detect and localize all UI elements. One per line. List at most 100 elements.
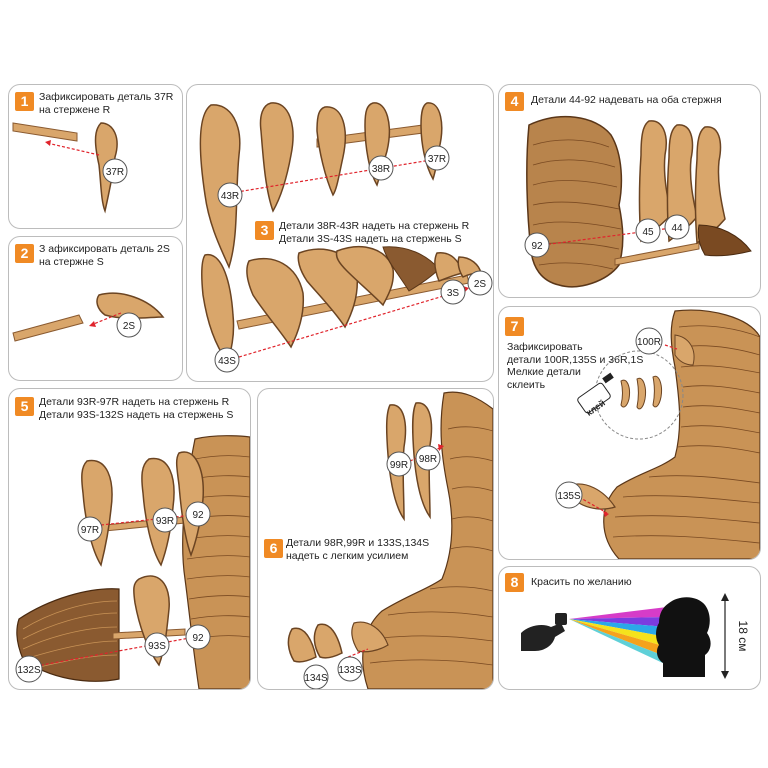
step-4-panel: 4 Детали 44-92 надевать на оба стержня 9…: [498, 84, 761, 298]
step-6-panel: 6 Детали 98R,99R и 133S,134S надеть с ле…: [257, 388, 494, 690]
step-1-number: 1: [15, 92, 34, 111]
step-3-number: 3: [255, 221, 274, 240]
part-41s: [246, 257, 305, 349]
step-1-panel: 1 Зафиксировать деталь 37R на стержене R…: [8, 84, 183, 229]
label-circle: [102, 158, 128, 184]
part-92: [175, 451, 204, 558]
label-100r: 100R: [637, 337, 661, 348]
step-8-illustration: 18 см: [521, 593, 750, 679]
label-99r: 99R: [390, 460, 408, 471]
rod-s: [12, 314, 84, 342]
step-5-illustration: 97R 93R 92 132S 93S 92: [15, 435, 250, 689]
height-label: 18 см: [736, 621, 750, 652]
label-93r: 93R: [156, 516, 174, 527]
step-4-illustration: 92 45 44: [524, 115, 752, 288]
assembly-arrow-2: [664, 344, 678, 350]
step-7-illustration: клей 100R 135S: [555, 309, 760, 559]
nose-tip: [351, 621, 389, 653]
label-43r: 43R: [221, 191, 239, 202]
label-37r: 37R: [428, 154, 446, 165]
label-2s: 2S: [123, 321, 136, 332]
nose-piece: [697, 224, 752, 257]
label-134s: 134S: [304, 673, 328, 684]
spray-hand-icon: [521, 613, 567, 651]
part-40r: [316, 106, 346, 197]
part-133s: [313, 623, 343, 659]
rods: [614, 242, 700, 266]
label-92-s: 92: [192, 633, 204, 644]
step-2-number: 2: [15, 244, 34, 263]
step-8-caption: Красить по желанию: [531, 576, 632, 588]
part-97r: [81, 459, 113, 567]
part-20s: [335, 246, 395, 307]
step-5-panel: 5 Детали 93R-97R надеть на стержень R Де…: [8, 388, 251, 690]
small-part-b: [636, 377, 646, 410]
assembly-arrow: [30, 636, 196, 668]
contour-lines: [369, 426, 493, 666]
label-38r: 38R: [372, 164, 390, 175]
label-43s: 43S: [218, 356, 236, 367]
step-4-number: 4: [505, 92, 524, 111]
label-3s: 3S: [447, 288, 460, 299]
assembly-arrow: [100, 514, 194, 526]
step-3-panel: 3 Детали 38R-43R надеть на стержень R Де…: [186, 84, 494, 382]
step-3-illustration: 43R 38R 37R 43S 3S 2S: [199, 102, 493, 373]
step-6-illustration: 99R 98R 134S 133S: [287, 391, 493, 689]
step-1-illustration: 37R: [12, 122, 128, 214]
step-7-panel: 7 Зафиксировать детали 100R,135S и 36R,1…: [498, 306, 761, 560]
step-6-number: 6: [264, 539, 283, 558]
small-part-c: [652, 375, 662, 408]
glue-bottle: клей: [577, 372, 614, 418]
label-circle: [116, 312, 142, 338]
label-92: 92: [531, 241, 543, 252]
step-6-caption: Детали 98R,99R и 133S,134S надеть с легк…: [286, 537, 430, 562]
step-4-caption: Детали 44-92 надевать на оба стержня: [531, 94, 722, 106]
label-37r: 37R: [106, 167, 124, 178]
color-spray-fan: [569, 607, 667, 665]
part-43s: [200, 254, 235, 363]
step-8-panel: 8 Красить по желанию 18 см: [498, 566, 761, 690]
head-silhouette-icon: [656, 597, 711, 677]
part-100r: [674, 334, 695, 366]
part-2s: [96, 292, 165, 320]
assembly-arrow: [90, 312, 122, 326]
assembly-arrow: [578, 496, 608, 514]
zoom-circle: [594, 350, 684, 440]
nose-stack: [16, 588, 120, 682]
step-7-caption: Зафиксировать детали 100R,135S и 36R,1S …: [507, 341, 644, 391]
stacked-layers: [382, 246, 440, 292]
step-5-number: 5: [15, 397, 34, 416]
label-132s: 132S: [17, 665, 41, 676]
step-2-caption: З афиксировать деталь 2S на стержне S: [39, 243, 170, 268]
label-135s: 135S: [557, 491, 581, 502]
assembled-head: [362, 391, 493, 689]
assembled-head: [526, 115, 624, 288]
label-93s: 93S: [148, 641, 166, 652]
small-part-a: [620, 379, 630, 408]
assembly-arrow: [46, 142, 100, 156]
assembly-arrow: [542, 226, 680, 246]
label-45: 45: [642, 227, 654, 238]
rod-r: [12, 122, 78, 142]
step-5-caption: Детали 93R-97R надеть на стержень R Дета…: [39, 396, 234, 421]
assembly-arrow: [347, 648, 369, 658]
step-8-number: 8: [505, 573, 524, 592]
part-3s: [434, 252, 464, 282]
label-97r: 97R: [81, 525, 99, 536]
part-134s: [287, 627, 317, 663]
label-2s: 2S: [474, 279, 487, 290]
label-92-r: 92: [192, 510, 204, 521]
label-133s: 133S: [338, 665, 362, 676]
label-44: 44: [671, 223, 683, 234]
step-3-caption: Детали 38R-43R надеть на стержень R Дета…: [279, 220, 470, 245]
contour-lines: [186, 455, 250, 640]
step-2-panel: 2 З афиксировать деталь 2S на стержне S …: [8, 236, 183, 381]
step-2-illustration: 2S: [12, 292, 165, 342]
label-98r: 98R: [419, 454, 437, 465]
assembled-bust: [603, 309, 760, 559]
step-7-number: 7: [505, 317, 524, 336]
part-42r: [259, 102, 294, 213]
step-1-caption: Зафиксировать деталь 37R на стержене R: [39, 91, 174, 116]
contour-lines: [532, 139, 622, 270]
part-43r: [199, 104, 241, 270]
